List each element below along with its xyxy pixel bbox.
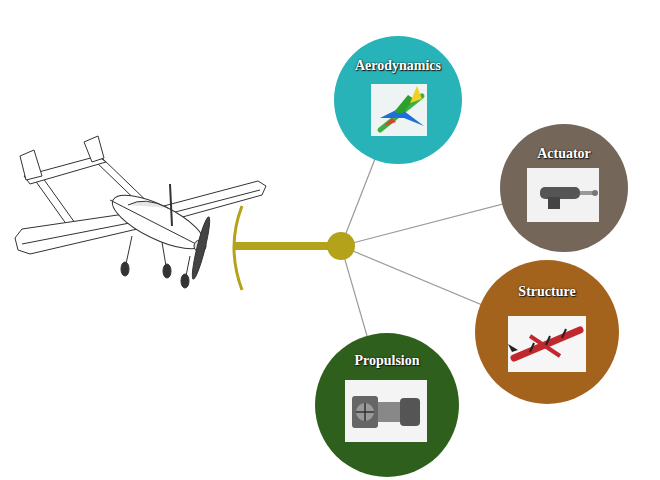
hub-connector (234, 242, 336, 250)
aerodynamics-picture (371, 84, 427, 136)
structure-picture (530, 343, 534, 352)
uav-drawing (189, 216, 212, 280)
topic-title: Aerodynamics (355, 58, 441, 73)
circle-fill (315, 333, 459, 477)
propulsion-picture (345, 380, 427, 442)
aerodynamics-picture (380, 96, 422, 130)
propulsion-picture (352, 396, 378, 428)
uav-drawing (162, 242, 166, 266)
topic-title: Structure (518, 284, 575, 299)
actuator-picture (580, 191, 593, 195)
topic-title: Actuator (537, 146, 591, 161)
structure-picture (562, 329, 566, 338)
actuator-picture (548, 197, 560, 209)
structure-picture (508, 316, 586, 372)
hub-connector (327, 232, 355, 260)
propulsion-picture (400, 398, 420, 426)
uav-drawing (110, 200, 196, 244)
propulsion-picture (378, 402, 400, 422)
actuator-picture (527, 168, 599, 222)
actuator-picture (527, 168, 599, 222)
topic-title: Propulsion (354, 353, 419, 368)
propulsion-picture (356, 403, 374, 421)
actuator-picture (592, 190, 598, 196)
uav-drawing (163, 264, 171, 278)
uav-drawing (121, 262, 129, 276)
uav-drawing (170, 184, 172, 226)
aerodynamics-picture (410, 86, 422, 103)
uav-drawing (15, 136, 266, 288)
structure-picture (546, 336, 550, 345)
uav-drawing (181, 274, 189, 288)
aerodynamics-picture (394, 95, 414, 114)
structure-picture (530, 336, 560, 356)
circle-fill (475, 260, 619, 404)
aerodynamics-picture (371, 84, 427, 136)
uav-drawing (186, 256, 190, 276)
structure-picture (508, 316, 586, 372)
uav-drawing (20, 150, 42, 180)
structure-picture (514, 330, 580, 358)
circle-fill (334, 36, 462, 164)
uav-drawing (128, 201, 168, 208)
hub-connector (234, 206, 355, 290)
propulsion-picture (345, 380, 427, 442)
uav-drawing (106, 185, 211, 259)
aerodynamics-picture (384, 118, 396, 126)
propulsion-picture (364, 403, 366, 421)
uav-drawing (84, 136, 104, 162)
structure-picture (508, 344, 518, 352)
uav-drawing (126, 236, 132, 264)
uav-drawing (22, 220, 145, 244)
circle-fill (500, 124, 628, 252)
